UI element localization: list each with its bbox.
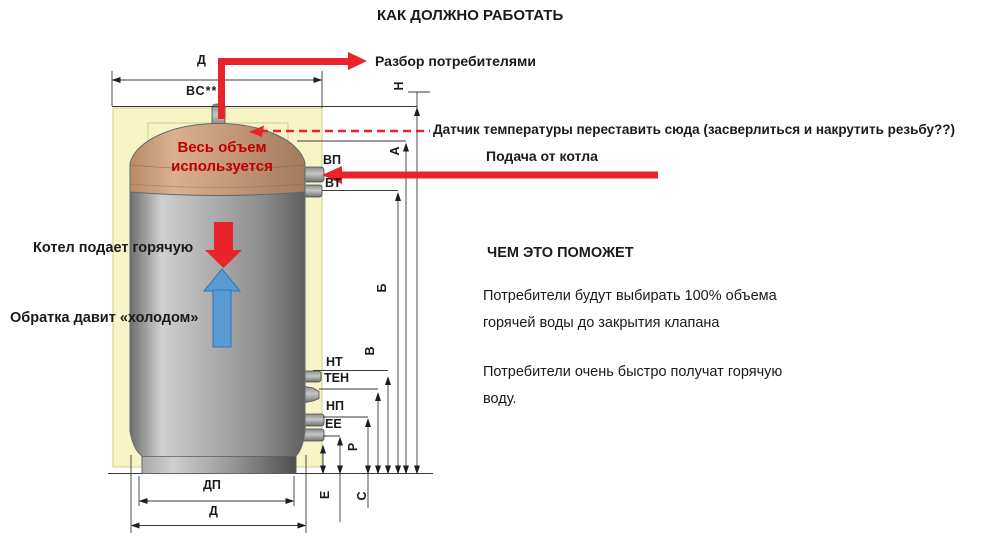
label-drawoff: Разбор потребителями — [375, 53, 536, 69]
label-return-cold: Обратка давит «холодом» — [10, 310, 199, 326]
dim-label-d-bottom: Д — [209, 504, 218, 518]
dome-seam2 — [130, 183, 305, 188]
benefits-block: ЧЕМ ЭТО ПОМОЖЕТ Потребители будут выбира… — [483, 245, 815, 413]
drawoff-arrow-vertical — [218, 58, 225, 119]
dimension-lines — [111, 71, 430, 533]
dim-label-v: В — [363, 346, 377, 356]
hot-down-arrow — [205, 222, 242, 268]
dim-label-e: Е — [318, 490, 332, 500]
side-ports — [301, 166, 325, 442]
dim-label-nt: НТ — [326, 355, 343, 369]
dim-label-b: Б — [375, 283, 389, 293]
page-title: КАК ДОЛЖНО РАБОТАТЬ — [377, 7, 564, 24]
dim-label-r: Р — [346, 442, 360, 452]
benefits-p1: Потребители будут выбирать 100% объема г… — [483, 288, 777, 331]
drawoff-arrow-horizontal — [218, 58, 348, 65]
dome-seam — [129, 164, 306, 170]
dim-label-a: А — [388, 146, 402, 156]
dim-label-d-top: Д — [197, 53, 206, 67]
tank-dome — [129, 122, 306, 196]
dim-label-s: С — [355, 491, 369, 501]
label-supply: Подача от котла — [486, 148, 598, 164]
dim-label-np: НП — [326, 399, 345, 413]
tank-skirt — [141, 456, 297, 474]
label-sensor: Датчик температуры переставить сюда (зас… — [433, 122, 956, 137]
dim-label-vp: ВП — [323, 153, 342, 167]
dim-label-ee: ЕЕ — [325, 417, 342, 431]
benefits-p2: Потребители очень быстро получат горячую… — [483, 364, 783, 407]
dim-label-n: Н — [392, 81, 406, 91]
dim-label-ten: ТЕН — [324, 371, 349, 385]
supply-arrow — [322, 166, 658, 184]
label-boiler-feeds: Котел подает горячую — [33, 240, 194, 256]
dim-label-vs: ВС** — [186, 84, 218, 98]
benefits-heading: ЧЕМ ЭТО ПОМОЖЕТ — [487, 245, 634, 261]
dim-label-dp: ДП — [203, 478, 221, 492]
dome-caption: Весь объем используется — [171, 139, 273, 175]
dim-label-vt: ВТ — [325, 176, 342, 190]
sensor-dashed-arrow — [249, 125, 430, 137]
drawoff-arrow-head-icon — [348, 52, 367, 70]
cold-up-arrow — [202, 268, 242, 348]
